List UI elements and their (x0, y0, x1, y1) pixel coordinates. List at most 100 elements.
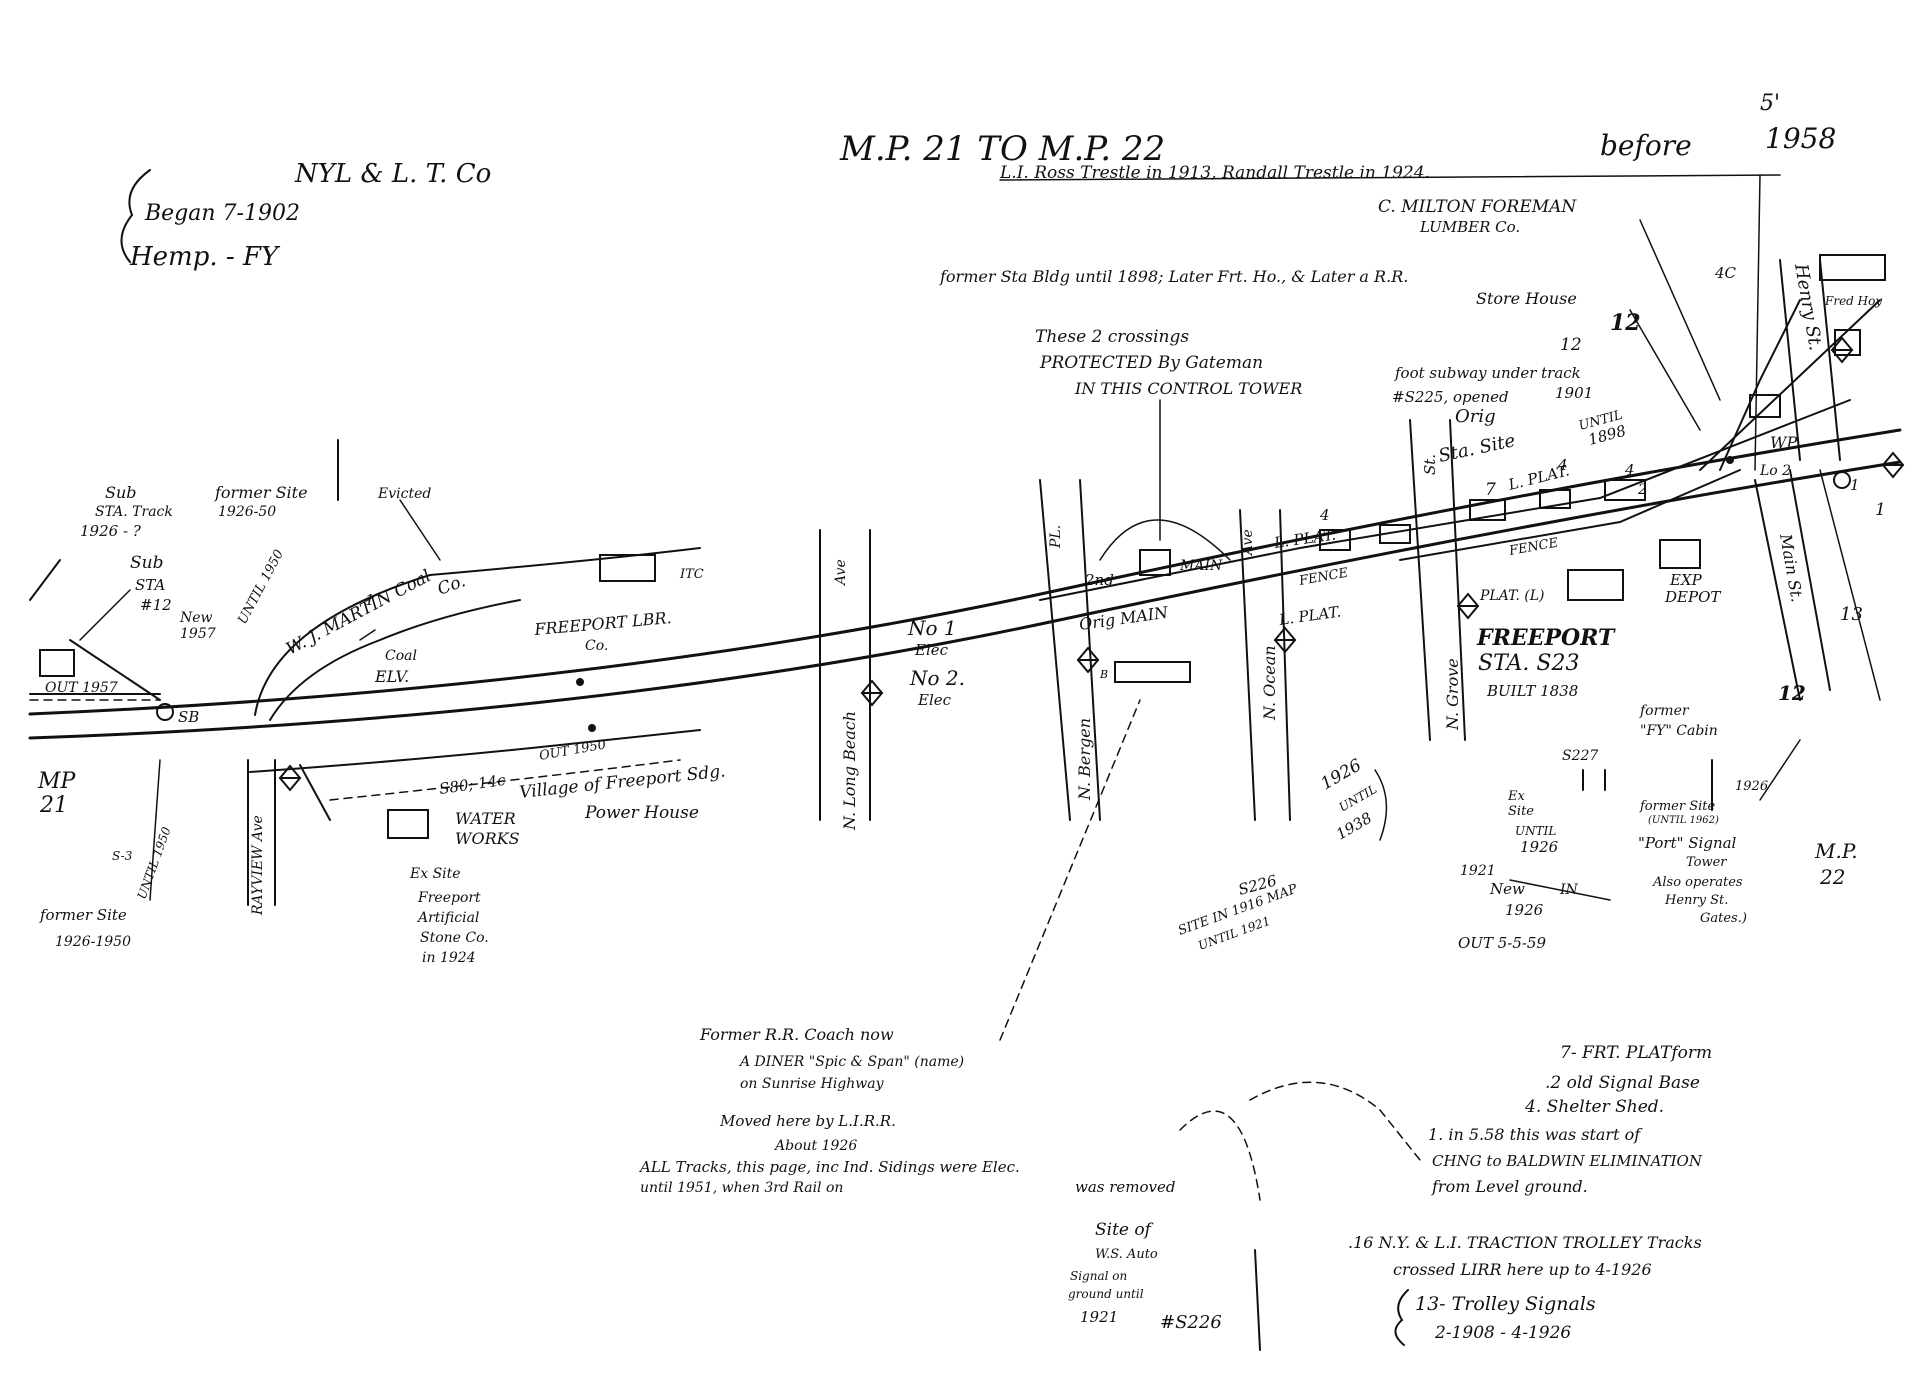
port-label-5: Gates.) (1700, 911, 1747, 926)
sub-sta-label-1: Sub (130, 553, 163, 573)
signal-dot-2 (588, 724, 596, 732)
grove-st-label: St. (1421, 454, 1439, 475)
dashed-coach-leader (999, 699, 1141, 1041)
s225-label: #S225, opened (1392, 388, 1509, 406)
grove-label: N. Grove (1443, 658, 1462, 731)
signals (156, 336, 1905, 1351)
dashed-lines (29, 699, 1421, 1201)
plat-l-label: PLAT. (L) (1479, 588, 1544, 604)
sb-label: SB (178, 708, 199, 726)
ex-site-label-2: Freeport (417, 890, 481, 906)
route-label: Hemp. - FY (129, 242, 281, 272)
frt-plat-building (1469, 499, 1506, 521)
second-main-label: 2nd (1084, 571, 1114, 589)
freeport-lbr-label-1: FREEPORT LBR. (533, 608, 673, 639)
exp-label-2: DEPOT (1664, 588, 1721, 606)
dashed-out-1950 (329, 759, 681, 801)
former-sta-label: former Sta Bldg until 1898; Later Frt. H… (939, 267, 1408, 286)
leader-mp22 (1819, 469, 1881, 701)
side-tracks (29, 299, 1881, 821)
s3-label: S-3 (112, 849, 133, 863)
wp-label: WP (1770, 433, 1797, 452)
long-beach-ave-label: Ave (833, 559, 849, 587)
site-ws-label-6: #S226 (1160, 1312, 1222, 1333)
ex-site-label-1: Ex Site (409, 866, 461, 882)
legend-1-line-1: 1. in 5.58 this was start of (1428, 1125, 1643, 1144)
leader-milton (1639, 219, 1721, 401)
crossings-label-1: These 2 crossings (1035, 327, 1189, 347)
fred-hoy-label: Fred Hoy (1824, 294, 1882, 308)
mp21-label-1: MP (37, 769, 77, 794)
no2-label-1: No 2. (909, 666, 965, 690)
year-1926r-label: 1926 (1735, 779, 1768, 794)
lplat-mid-building (1379, 524, 1411, 544)
siding-upper (1399, 469, 1741, 561)
until-1938-label-1: UNTIL (1337, 782, 1380, 815)
ref-12-c: 12 (1778, 681, 1806, 705)
legend-13-line-1: 13- Trolley Signals (1415, 1293, 1596, 1315)
all-tracks-label-2: until 1951, when 3rd Rail on (640, 1180, 843, 1196)
ref-4-b: 4 (1557, 456, 1568, 474)
sta-s23-label: STA. S23 (1478, 651, 1579, 676)
store-house-label: Store House (1476, 289, 1577, 308)
ref-b-label: B (1099, 668, 1108, 681)
ex-site-c-label-2: Site (1508, 804, 1534, 819)
signal-base-right (1833, 471, 1851, 489)
leader-sub-sta (79, 589, 131, 641)
evicted-label: Evicted (377, 486, 431, 502)
ex-site-c-label-1: Ex (1507, 789, 1525, 804)
exp-label-1: EXP (1669, 571, 1703, 589)
no1-label-2: Elec (914, 641, 949, 659)
crossings-label-2: PROTECTED By Gateman (1039, 353, 1263, 373)
leader-port (1759, 739, 1801, 801)
mp21-label-2: 21 (39, 793, 68, 818)
mp22-label-2: 22 (1819, 865, 1845, 889)
freeport-label: FREEPORT (1476, 625, 1616, 651)
leader-trestle-drop (1754, 174, 1761, 471)
station-s23 (1567, 569, 1624, 601)
legend-13-brace (1394, 1289, 1409, 1346)
ref-2: 2 (1637, 482, 1647, 498)
fence-upper-label: FENCE (1507, 536, 1560, 560)
new-1957-label-2: 1957 (180, 626, 216, 642)
coal-elv-label-1: Coal (385, 648, 417, 664)
signal-mast-trolley (1254, 1249, 1261, 1351)
legend-16-line-2: crossed LIRR here up to 4-1926 (1393, 1260, 1652, 1279)
trestle-label: L.I. Ross Trestle in 1913, Randall Trest… (999, 163, 1430, 183)
signal-dot-1 (576, 678, 584, 686)
site-ws-label-5: 1921 (1080, 1308, 1118, 1326)
before-label: before (1600, 129, 1692, 162)
former-site-label-1: former Site (214, 483, 308, 502)
new-1926-label-3: 1926 (1505, 901, 1544, 919)
lo2-label: Lo 2 (1759, 463, 1791, 479)
ref-4-a: 4 (1319, 506, 1330, 524)
shelter-1 (1539, 489, 1571, 509)
siding-sub-sta (69, 639, 161, 701)
leader-coal-elv (359, 629, 376, 641)
legend-16-line-1: .16 N.Y. & L.I. TRACTION TROLLEY Tracks (1348, 1233, 1702, 1252)
legend-7: 7- FRT. PLATform (1560, 1043, 1712, 1063)
crossing-mark-ocean (1273, 626, 1297, 654)
street-main-l (1754, 479, 1801, 701)
ref-1-a: 1 (365, 591, 375, 609)
built-label: BUILT 1838 (1486, 682, 1578, 700)
foot-subway-label: foot subway under track (1394, 364, 1581, 382)
no1-label-1: No 1 (907, 616, 957, 640)
siding-lower-1 (249, 729, 701, 773)
crossing-mark-rayview (278, 764, 302, 792)
company-label: NYL & L. T. Co (294, 159, 491, 189)
coach-label-1: Former R.R. Coach now (699, 1025, 894, 1044)
dashed-trolley (1249, 1081, 1421, 1161)
street-sunrise (29, 559, 61, 601)
martin-label-2: Co. (435, 571, 468, 599)
crossing-mark-main (1881, 451, 1905, 479)
signal-base-sb (156, 703, 174, 721)
l-plat-building (1319, 529, 1351, 551)
long-beach-label: N. Long Beach (840, 711, 859, 831)
street-ocean-l (1239, 509, 1256, 821)
ocean-label: N. Ocean (1260, 645, 1279, 721)
sub-sta-building (39, 649, 75, 677)
s80-label: S80; 14c (438, 771, 507, 798)
